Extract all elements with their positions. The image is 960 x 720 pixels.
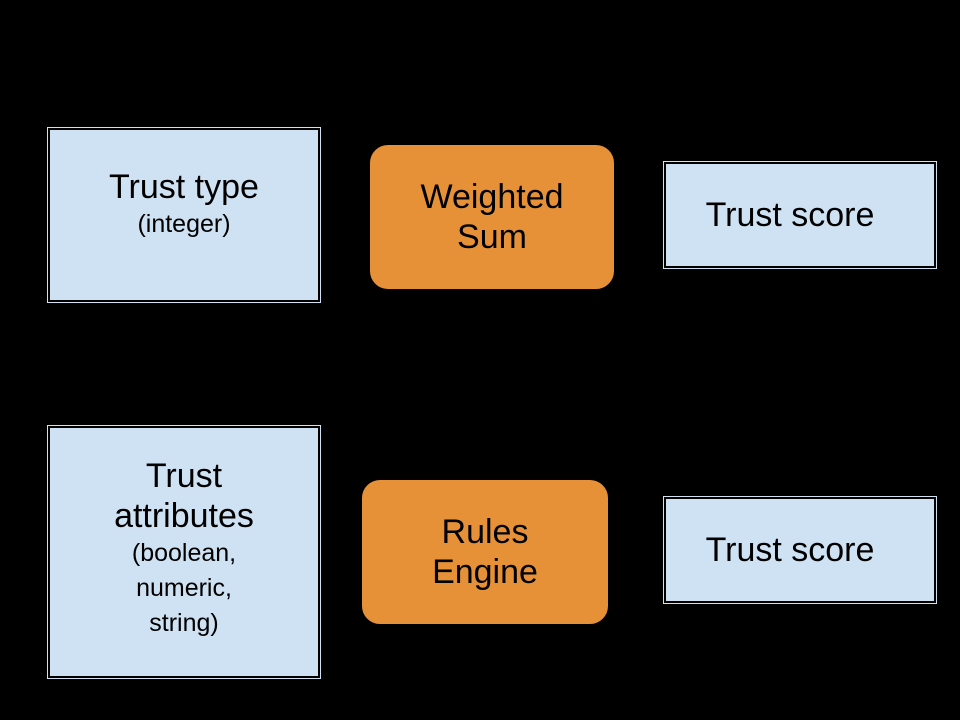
- rules-engine-line2: Engine: [432, 553, 538, 591]
- trust-attributes-detail-line3: string): [149, 608, 219, 637]
- trust-type-detail: (integer): [137, 209, 231, 238]
- trust-attributes-detail-line1: (boolean,: [131, 538, 237, 567]
- trust-type-title: Trust type: [109, 167, 259, 206]
- trust-attributes-title-line1: Trust: [145, 456, 223, 495]
- weighted-sum-line2: Sum: [457, 218, 527, 256]
- trust-score-label-1: Trust score: [705, 196, 875, 234]
- trust-type-box: Trust type (integer): [48, 128, 320, 302]
- trust-score-box-2: Trust score: [664, 497, 936, 603]
- rules-engine-box: Rules Engine: [360, 478, 610, 626]
- rules-engine-line1: Rules: [441, 513, 529, 551]
- weighted-sum-line1: Weighted: [420, 178, 564, 216]
- trust-attributes-detail-line2: numeric,: [136, 573, 232, 602]
- trust-attributes-box: Trust attributes (boolean, numeric, stri…: [48, 426, 320, 678]
- trust-score-label-2: Trust score: [705, 531, 875, 569]
- trust-attributes-title-line2: attributes: [114, 496, 254, 535]
- trust-score-box-1: Trust score: [664, 162, 936, 268]
- weighted-sum-box: Weighted Sum: [368, 143, 616, 291]
